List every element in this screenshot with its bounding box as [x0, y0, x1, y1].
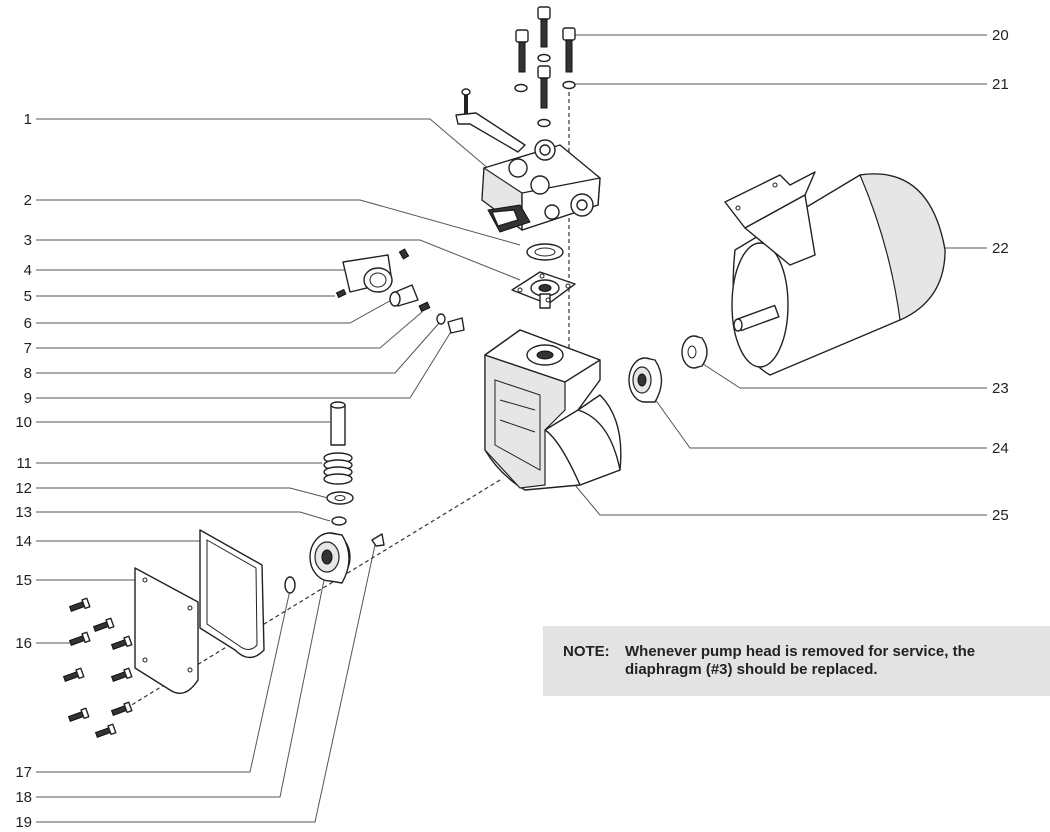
leader-3	[36, 239, 521, 281]
set-screws	[335, 248, 431, 313]
connecting-rod	[330, 401, 346, 446]
callout-number: 13	[15, 504, 32, 521]
callout-number: 25	[992, 507, 1009, 524]
cap-screws	[515, 6, 576, 109]
bearing-pin	[389, 284, 419, 307]
leader-7	[36, 311, 423, 349]
callout-number: 21	[992, 76, 1009, 93]
callout-number: 1	[24, 111, 32, 128]
leader-24	[651, 394, 987, 449]
callout-number: 12	[15, 480, 32, 497]
valve-pin	[447, 317, 465, 334]
pump-head	[455, 88, 601, 233]
callout-number: 18	[15, 789, 32, 806]
callout-number: 17	[15, 764, 32, 781]
callout-number: 9	[24, 390, 32, 407]
snap-ring	[284, 576, 296, 594]
callout-number: 3	[24, 232, 32, 249]
note-heading: NOTE:	[563, 643, 610, 660]
shaft-washer	[681, 335, 708, 369]
callout-number: 14	[15, 533, 32, 550]
leader-lines	[36, 34, 987, 823]
leader-19	[36, 544, 376, 823]
leader-13	[36, 511, 331, 522]
callout-number: 11	[16, 455, 32, 472]
ball-bearing-front	[309, 532, 351, 584]
leader-1	[36, 118, 491, 171]
key	[371, 533, 385, 547]
cover-plate	[134, 567, 199, 694]
pump-housing	[484, 329, 622, 491]
callout-number: 4	[24, 262, 32, 279]
gasket	[526, 243, 564, 261]
diaphragm	[511, 271, 576, 309]
ball-bearing-rear	[628, 357, 663, 403]
note-text: Whenever pump head is removed for servic…	[625, 643, 976, 678]
leader-23	[699, 361, 987, 389]
leader-8	[36, 321, 441, 374]
spring	[323, 452, 353, 485]
callout-number: 20	[992, 27, 1009, 44]
cover-gasket	[199, 529, 265, 659]
leader-6	[36, 297, 396, 324]
callout-number: 15	[15, 572, 32, 589]
callout-number: 6	[24, 315, 32, 332]
eccentric	[342, 254, 393, 293]
callout-number: 19	[15, 814, 32, 831]
callout-number: 2	[24, 192, 32, 209]
callout-number: 16	[15, 635, 32, 652]
callout-number: 5	[24, 288, 32, 305]
callout-number: 10	[15, 414, 32, 431]
leader-9	[36, 329, 453, 399]
leader-17	[36, 589, 291, 773]
retaining-ring	[331, 516, 347, 526]
leader-18	[36, 574, 326, 798]
callout-number: 8	[24, 365, 32, 382]
leader-12	[36, 487, 329, 499]
leader-25	[574, 484, 987, 516]
cover-screws	[62, 597, 133, 738]
callout-number: 7	[24, 340, 32, 357]
callout-number: 23	[992, 380, 1009, 397]
callout-number: 24	[992, 440, 1009, 457]
callout-number: 22	[992, 240, 1009, 257]
washers	[514, 53, 576, 128]
callout-numbers: 1 2 3 4 5 6 7 8 9 10 11 12 13 14 15 16 1…	[15, 27, 1008, 831]
service-note: NOTE: Whenever pump head is removed for …	[543, 626, 1050, 696]
leader-2	[36, 199, 521, 246]
o-ring-small	[436, 313, 446, 325]
motor	[724, 171, 946, 376]
flat-washer	[326, 491, 354, 505]
